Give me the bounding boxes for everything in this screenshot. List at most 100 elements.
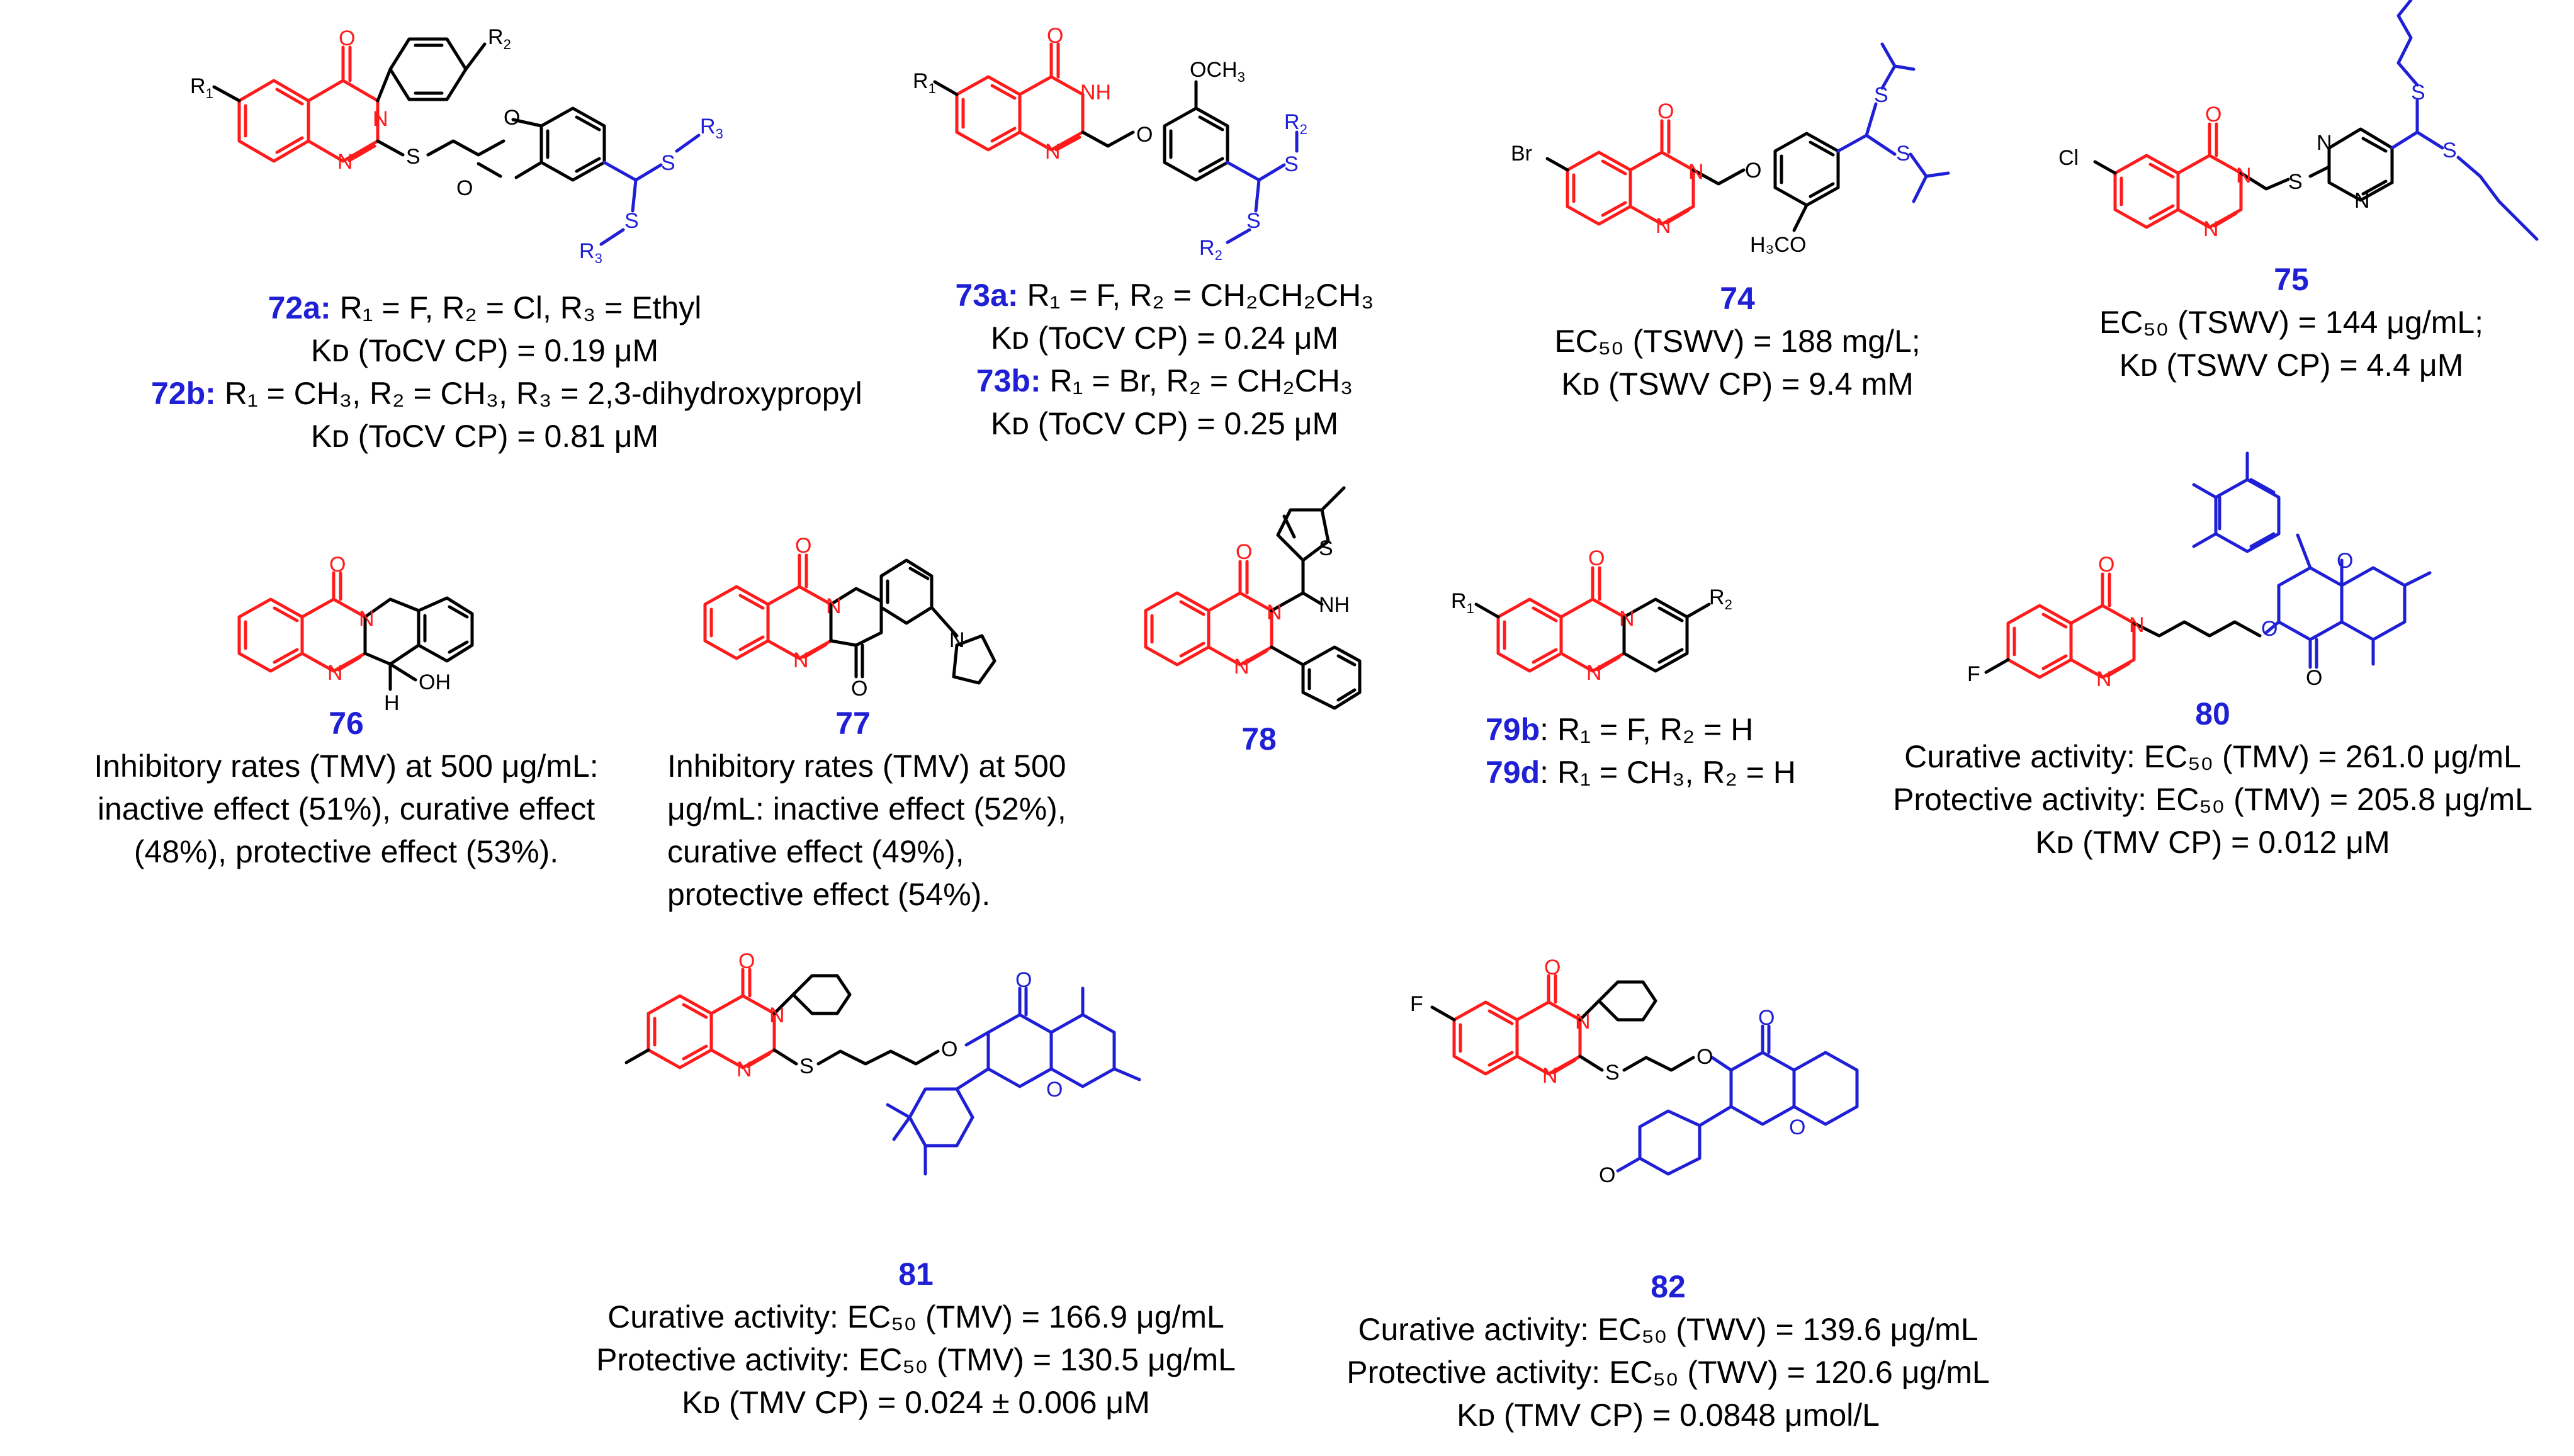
r3-label-2: R3 (579, 239, 602, 266)
label-73a: 73a: (955, 278, 1019, 313)
s-label: S (799, 1054, 814, 1078)
caption-line: Kᴅ (ToCV CP) = 0.25 μM (990, 406, 1339, 441)
caption-line: Kᴅ (TMV CP) = 0.012 μM (2035, 825, 2390, 860)
carbonyl-o-label: O (1657, 99, 1674, 123)
f-label: F (1967, 662, 1980, 686)
pyrrolidine-n-label: N (949, 628, 965, 652)
compound-73-structure: R1 O NH N O OCH3 S S R2 R2 (913, 24, 1307, 263)
carbonyl-o-label-2: O (1758, 1006, 1775, 1030)
caption-line: Kᴅ (ToCV CP) = 0.24 μM (990, 320, 1339, 356)
compound-77-structure: O N N O N (703, 534, 996, 701)
nh-label: NH (1319, 593, 1350, 617)
compound-82-structure: F O N N S O O O O (1410, 956, 1859, 1187)
caption-line: Kᴅ (TSWV CP) = 9.4 mM (1561, 366, 1914, 402)
caption-line: R₁ = Br, R₂ = CH₂CH₃ (1049, 363, 1353, 398)
compound-81-structure: O N N S O O O (624, 949, 1141, 1176)
compound-76-structure: O N N H OH (237, 553, 474, 715)
carbonyl-o-label: O (339, 26, 355, 50)
r2-label: R2 (1709, 585, 1732, 612)
caption-line: Protective activity: EC₅₀ (TMV) = 130.5 … (596, 1342, 1236, 1377)
compound-72-caption: 72a: R₁ = F, R₂ = Cl, R₃ = Ethyl Kᴅ (ToC… (151, 286, 862, 458)
caption-line: : R₁ = F, R₂ = H (1540, 712, 1754, 747)
label-74: 74 (1720, 281, 1755, 316)
r1-label: R1 (1451, 589, 1474, 616)
carbonyl-o-label: O (1236, 540, 1252, 564)
caption-line: Kᴅ (TMV CP) = 0.0848 μmol/L (1457, 1397, 1880, 1433)
och3-label: H₃CO (1750, 233, 1806, 257)
label-80: 80 (2195, 696, 2230, 731)
carbonyl-o-label: O (1047, 24, 1063, 48)
n3-label: N (2236, 164, 2252, 188)
caption-line: R₁ = F, R₂ = Cl, R₃ = Ethyl (339, 290, 702, 325)
s-label: S (1605, 1061, 1620, 1085)
och3-label: OCH3 (1190, 58, 1245, 85)
s-label: S (1874, 83, 1888, 107)
compound-77: O N N O N 77 Inhibitory rates (TMV) at 5… (667, 522, 1146, 925)
pyrimidine-n-label-2: N (2354, 189, 2370, 213)
label-78: 78 (1241, 721, 1277, 757)
n1-label: N (1542, 1064, 1558, 1088)
s-label: S (1319, 536, 1333, 560)
carbonyl-o-label: O (795, 534, 811, 558)
pyrimidine-n-label: N (2317, 131, 2332, 155)
s-label: S (1284, 152, 1299, 176)
s-label: S (406, 145, 421, 169)
carbonyl-o-label-2: O (2306, 666, 2322, 690)
compound-80-structure: F O N N O O O (1967, 451, 2432, 691)
label-77: 77 (835, 706, 871, 741)
compound-74-caption: 74 EC₅₀ (TSWV) = 188 mg/L; Kᴅ (TSWV CP) … (1498, 277, 1977, 405)
caption-line: Kᴅ (TSWV CP) = 4.4 μM (2119, 347, 2464, 383)
label-79d: 79d (1486, 755, 1540, 790)
compound-73-caption: 73a: R₁ = F, R₂ = CH₂CH₂CH₃ Kᴅ (ToCV CP)… (881, 274, 1448, 445)
n1-label: N (2096, 667, 2112, 691)
n3-label: N (373, 107, 388, 131)
compound-77-caption: 77 Inhibitory rates (TMV) at 500 μg/mL: … (667, 702, 1146, 916)
cl-label: Cl (2058, 146, 2079, 170)
o-ether-label: O (1696, 1045, 1713, 1069)
compound-76-caption: 76 Inhibitory rates (TMV) at 500 μg/mL: … (63, 702, 629, 873)
carbonyl-o-label: O (1588, 546, 1605, 570)
n3-label: N (1267, 601, 1282, 624)
carbonyl-o-label: O (2098, 553, 2114, 577)
caption-line: Kᴅ (ToCV CP) = 0.81 μM (310, 419, 659, 454)
caption-line: protective effect (54%). (667, 877, 991, 912)
n1-label: N (337, 150, 353, 174)
o-methoxy-label: O (1599, 1163, 1615, 1187)
s-label: S (2288, 170, 2303, 194)
compound-81-caption: 81 Curative activity: EC₅₀ (TMV) = 166.9… (554, 1253, 1278, 1424)
caption-line: Curative activity: EC₅₀ (TMV) = 166.9 μg… (607, 1299, 1224, 1335)
carbonyl-o-label: O (2205, 103, 2221, 127)
n1-label: N (793, 648, 809, 672)
label-81: 81 (898, 1256, 934, 1292)
compound-78-structure: O N N NH S (1144, 486, 1362, 710)
n3-label: N (1575, 1010, 1591, 1034)
compound-79: R1 R2 O N N 79b: R₁ = F, R₂ = H 79d: R₁ … (1423, 546, 1901, 825)
n1-label: N (737, 1058, 752, 1081)
compound-76: O N N H OH 76 Inhibitory rates (TMV) at … (63, 553, 629, 906)
compound-75-structure: Cl O N N S N N S S (2058, 0, 2539, 241)
compound-79-structure: R1 R2 O N N (1451, 546, 1732, 685)
carbonyl-o-label: O (1544, 956, 1561, 979)
caption-line: Kᴅ (TMV CP) = 0.024 ± 0.006 μM (682, 1385, 1150, 1420)
br-label: Br (1511, 142, 1532, 166)
n1-label: N (1656, 214, 1671, 238)
carbonyl-o-label: O (329, 553, 346, 577)
compound-74: Br O N N O S S H₃CO 74 EC₅₀ (TSWV) = 188… (1498, 42, 1977, 434)
n1-label: N (327, 661, 343, 685)
caption-line: Curative activity: EC₅₀ (TMV) = 261.0 μg… (1904, 739, 2521, 774)
r1-label: R1 (190, 74, 213, 101)
caption-line: : R₁ = CH₃, R₂ = H (1540, 755, 1796, 790)
compound-75: Cl O N N S N N S S 75 EC₅₀ (TSWV) = 144 … (2033, 0, 2549, 415)
compound-82-caption: 82 Curative activity: EC₅₀ (TWV) = 139.6… (1290, 1265, 2046, 1436)
o-ether-label: O (1745, 159, 1761, 183)
caption-line: R₁ = CH₃, R₂ = CH₃, R₃ = 2,3-dihydroxypr… (224, 376, 862, 411)
o-methoxy-label: O (456, 176, 473, 200)
s-label-3: S (2442, 138, 2457, 162)
f-label: F (1410, 992, 1423, 1016)
n3-label: N (1688, 160, 1704, 184)
s-label-2: S (2411, 81, 2425, 104)
caption-line: (48%), protective effect (53%). (133, 834, 559, 869)
compound-73: R1 O NH N O OCH3 S S R2 R2 73a: R₁ = F, … (881, 24, 1448, 478)
compound-81: O N N S O O O 81 Curative activity: EC₅₀… (554, 949, 1278, 1454)
caption-line: inactive effect (51%), curative effect (97, 791, 596, 827)
